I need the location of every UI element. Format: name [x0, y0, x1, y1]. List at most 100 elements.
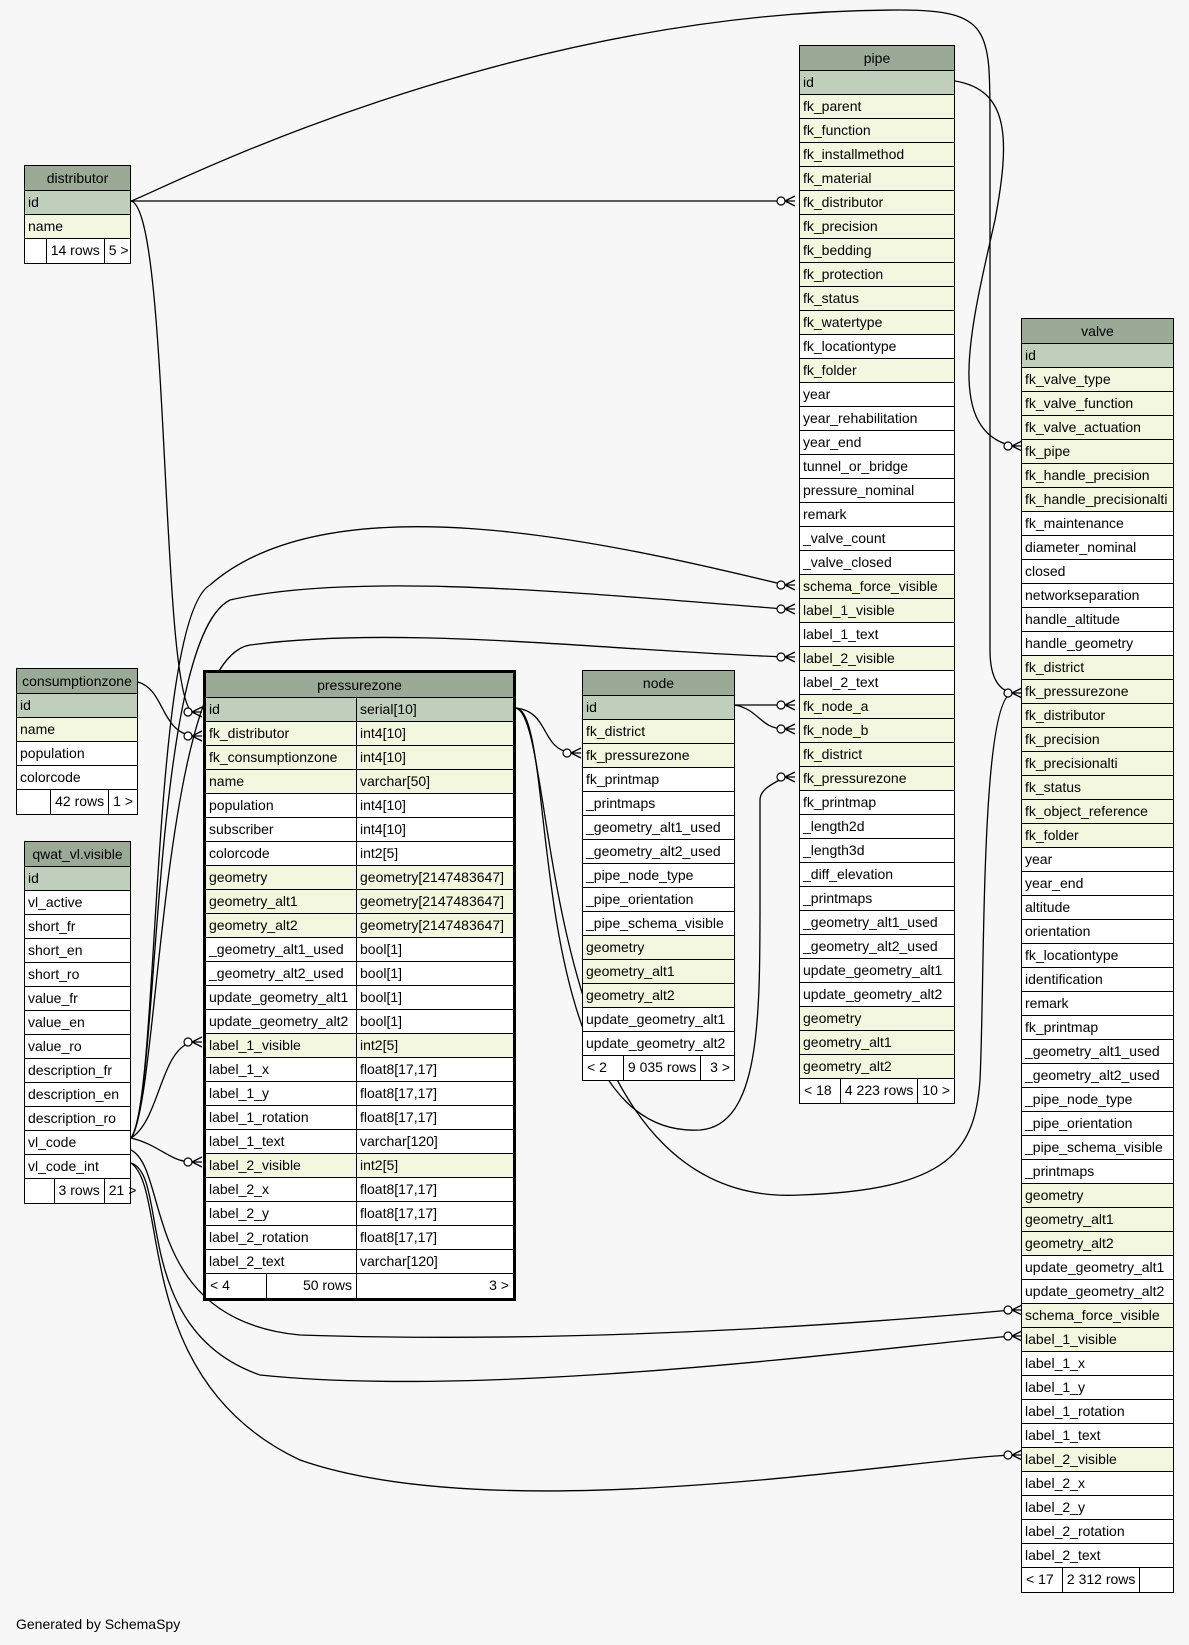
column-row[interactable]: label_1_text [800, 623, 954, 647]
table-header[interactable]: valve [1022, 319, 1173, 344]
column-row[interactable]: fk_valve_type [1022, 368, 1173, 392]
column-row[interactable]: fk_district [583, 720, 734, 744]
column-row[interactable]: vl_active [25, 891, 130, 915]
column-row[interactable]: _valve_count [800, 527, 954, 551]
column-row[interactable]: id [17, 694, 137, 718]
column-row[interactable]: _pipe_orientation [1022, 1112, 1173, 1136]
column-row[interactable]: name [25, 215, 130, 239]
column-row[interactable]: schema_force_visible [1022, 1304, 1173, 1328]
column-row[interactable]: orientation [1022, 920, 1173, 944]
column-row[interactable]: label_2_text [800, 671, 954, 695]
column-row[interactable]: population [17, 742, 137, 766]
footer-parents[interactable]: < 18 [804, 1082, 832, 1098]
column-row[interactable]: update_geometry_alt1 [1022, 1256, 1173, 1280]
column-row[interactable]: schema_force_visible [800, 575, 954, 599]
column-row[interactable]: remark [1022, 992, 1173, 1016]
table-header[interactable]: pressurezone [206, 673, 513, 698]
column-row[interactable]: closed [1022, 560, 1173, 584]
column-row[interactable]: diameter_nominal [1022, 536, 1173, 560]
column-row[interactable]: name [17, 718, 137, 742]
column-row[interactable]: _printmaps [1022, 1160, 1173, 1184]
column-row[interactable]: geometry [800, 1007, 954, 1031]
column-row[interactable]: geometry_alt2 [583, 984, 734, 1008]
column-row[interactable]: fk_district [800, 743, 954, 767]
column-row[interactable]: fk_node_a [800, 695, 954, 719]
column-row[interactable]: fk_status [1022, 776, 1173, 800]
footer-children[interactable]: 1 > [108, 790, 137, 814]
column-row[interactable]: fk_status [800, 287, 954, 311]
column-row[interactable]: label_1_text [1022, 1424, 1173, 1448]
column-row[interactable]: _pipe_node_type [1022, 1088, 1173, 1112]
footer-children[interactable] [1139, 1568, 1173, 1592]
column-row[interactable]: fk_distributor [800, 191, 954, 215]
column-row[interactable]: _geometry_alt1_used [800, 911, 954, 935]
footer-parents[interactable] [17, 790, 50, 814]
footer-parents[interactable]: < 17 [1026, 1571, 1054, 1587]
column-row[interactable]: label_1_rotation [1022, 1400, 1173, 1424]
column-row[interactable]: _printmaps [583, 792, 734, 816]
column-row[interactable]: identification [1022, 968, 1173, 992]
column-row[interactable]: remark [800, 503, 954, 527]
column-row[interactable]: id [800, 71, 954, 95]
column-row[interactable]: update_geometry_alt1 [800, 959, 954, 983]
footer-parents[interactable] [25, 1179, 54, 1203]
column-row[interactable]: _geometry_alt2_used [800, 935, 954, 959]
column-row[interactable]: label_2_visible [800, 647, 954, 671]
footer-children[interactable]: 10 > [917, 1079, 954, 1103]
column-row[interactable]: label_1_visible [1022, 1328, 1173, 1352]
column-row[interactable]: fk_precision [1022, 728, 1173, 752]
column-row[interactable]: fk_node_b [800, 719, 954, 743]
column-row[interactable]: value_en [25, 1011, 130, 1035]
column-row[interactable]: fk_pressurezone [1022, 680, 1173, 704]
table-header[interactable]: consumptionzone [17, 669, 137, 694]
column-row[interactable]: label_2_y [1022, 1496, 1173, 1520]
footer-children[interactable]: 3 > [700, 1056, 734, 1080]
column-row[interactable]: label_2_x [1022, 1472, 1173, 1496]
column-row[interactable]: _geometry_alt2_used [1022, 1064, 1173, 1088]
column-row[interactable]: fk_object_reference [1022, 800, 1173, 824]
footer-parents[interactable]: < 2 [587, 1059, 607, 1075]
column-row[interactable]: networkseparation [1022, 584, 1173, 608]
column-row[interactable]: fk_folder [1022, 824, 1173, 848]
column-row[interactable]: _geometry_alt1_used [583, 816, 734, 840]
column-row[interactable]: year [800, 383, 954, 407]
column-row[interactable]: value_ro [25, 1035, 130, 1059]
column-row[interactable]: year_end [800, 431, 954, 455]
column-row[interactable]: fk_maintenance [1022, 512, 1173, 536]
column-row[interactable]: id [1022, 344, 1173, 368]
column-row[interactable]: geometry_alt1 [1022, 1208, 1173, 1232]
table-header[interactable]: pipe [800, 46, 954, 71]
column-row[interactable]: pressure_nominal [800, 479, 954, 503]
column-row[interactable]: fk_distributor [1022, 704, 1173, 728]
column-row[interactable]: label_2_text [1022, 1544, 1173, 1568]
column-row[interactable]: handle_altitude [1022, 608, 1173, 632]
column-row[interactable]: short_en [25, 939, 130, 963]
footer-children[interactable]: 3 > [356, 1274, 513, 1298]
column-row[interactable]: fk_handle_precision [1022, 464, 1173, 488]
column-row[interactable]: description_en [25, 1083, 130, 1107]
column-row[interactable]: _pipe_orientation [583, 888, 734, 912]
column-row[interactable]: handle_geometry [1022, 632, 1173, 656]
column-row[interactable]: fk_precision [800, 215, 954, 239]
table-header[interactable]: distributor [25, 166, 130, 191]
column-row[interactable]: _length2d [800, 815, 954, 839]
column-row[interactable]: fk_locationtype [1022, 944, 1173, 968]
column-row[interactable]: update_geometry_alt1 [583, 1008, 734, 1032]
column-row[interactable]: _length3d [800, 839, 954, 863]
column-row[interactable]: tunnel_or_bridge [800, 455, 954, 479]
column-row[interactable]: colorcode [17, 766, 137, 790]
